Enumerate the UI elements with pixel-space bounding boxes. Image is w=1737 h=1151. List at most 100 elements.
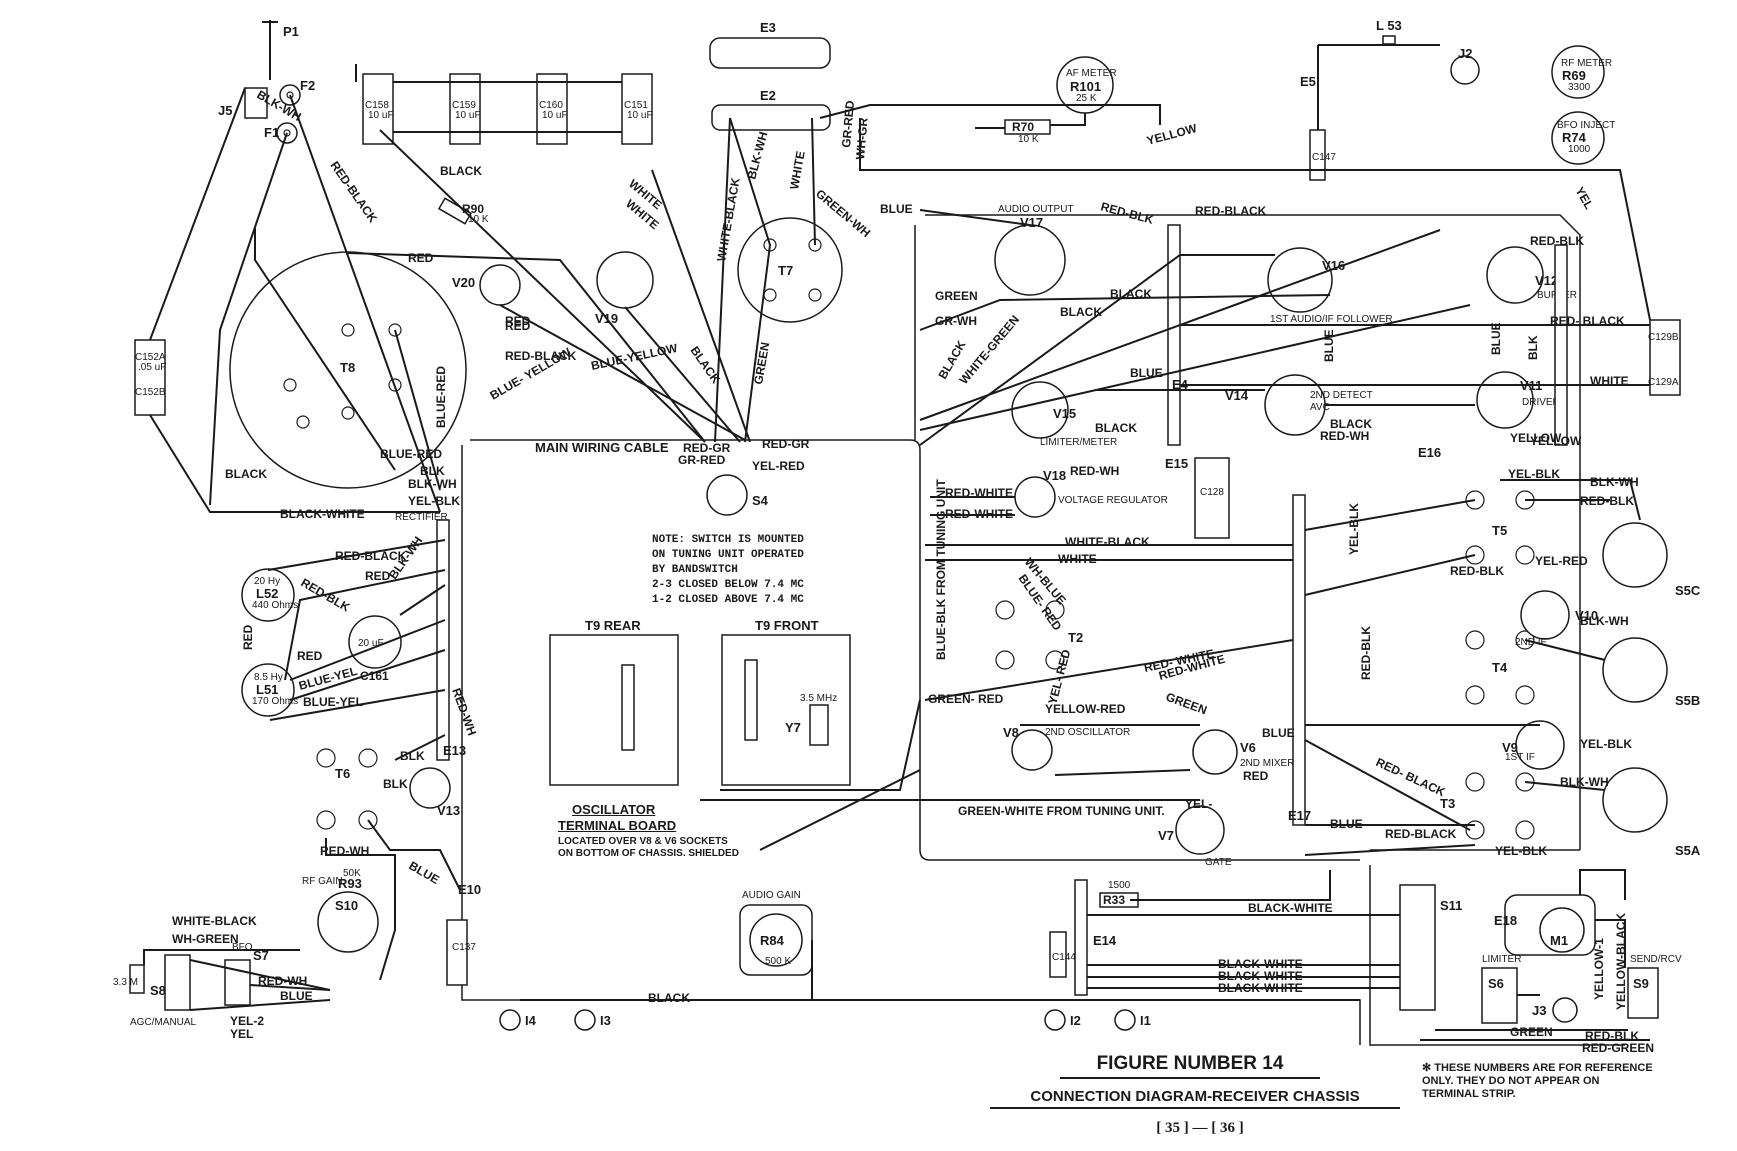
t9-front: T9 FRONT Y7 3.5 MHz xyxy=(721,618,851,786)
svg-text:RF METER: RF METER xyxy=(1561,58,1612,69)
svg-text:R74: R74 xyxy=(1562,130,1587,145)
tube-v20: V20 xyxy=(452,264,521,306)
capacitor-c137: C137 E10 xyxy=(446,882,481,986)
svg-text:E17: E17 xyxy=(1288,808,1311,823)
svg-text:YELLOW-BLACK: YELLOW-BLACK xyxy=(1614,913,1628,1010)
svg-text:V12: V12 xyxy=(1535,273,1558,288)
svg-text:BLUE: BLUE xyxy=(280,989,313,1003)
terminal-strip-e17: E17 xyxy=(1288,494,1311,826)
svg-text:S8: S8 xyxy=(150,983,166,998)
svg-text:3300: 3300 xyxy=(1568,82,1591,93)
lamp-i4: I4 xyxy=(499,1009,537,1031)
svg-text:WHITE: WHITE xyxy=(1590,374,1629,388)
svg-text:V14: V14 xyxy=(1225,388,1249,403)
svg-text:T6: T6 xyxy=(335,766,350,781)
capacitor-c128: C128 E15 xyxy=(1165,456,1230,539)
svg-text:E15: E15 xyxy=(1165,456,1188,471)
svg-text:YEL: YEL xyxy=(230,1027,253,1041)
svg-text:AUDIO OUTPUT: AUDIO OUTPUT xyxy=(998,204,1074,215)
svg-text:10 uF: 10 uF xyxy=(627,110,653,121)
coil-l53: L 53 xyxy=(1376,18,1402,45)
svg-text:BFO: BFO xyxy=(232,942,253,953)
svg-text:RED: RED xyxy=(408,251,434,265)
svg-text:C151: C151 xyxy=(624,100,648,111)
svg-text:GR-WH: GR-WH xyxy=(935,314,977,328)
svg-text:RED-BLACK: RED-BLACK xyxy=(328,159,381,226)
svg-text:V10: V10 xyxy=(1575,608,1598,623)
svg-text:BLK: BLK xyxy=(400,749,425,763)
svg-text:BLUE: BLUE xyxy=(1489,322,1503,355)
svg-text:BLACK: BLACK xyxy=(1095,421,1137,435)
switch-s11: S11 xyxy=(1399,884,1462,1011)
svg-text:3.3 M: 3.3 M xyxy=(113,977,138,988)
svg-text:V16: V16 xyxy=(1322,258,1345,273)
svg-text:VOLTAGE REGULATOR: VOLTAGE REGULATOR xyxy=(1058,495,1168,506)
capacitor-c159: C159 10 uF xyxy=(449,73,481,145)
svg-text:BLACK: BLACK xyxy=(1110,287,1152,301)
svg-text:S9: S9 xyxy=(1633,976,1649,991)
svg-text:C161: C161 xyxy=(360,669,389,683)
svg-text:BLK: BLK xyxy=(383,777,408,791)
svg-text:R90: R90 xyxy=(462,202,484,216)
lamp-i2: I2 xyxy=(1044,1009,1081,1031)
svg-text:RED-BLACK: RED-BLACK xyxy=(335,549,407,563)
meter-r69: RF METER R69 3300 xyxy=(1551,45,1612,99)
svg-text:2ND OSCILLATOR: 2ND OSCILLATOR xyxy=(1045,727,1130,738)
control-r84: AUDIO GAIN R84 500 K xyxy=(739,890,813,976)
svg-text:M1: M1 xyxy=(1550,933,1568,948)
svg-text:RED-WH: RED-WH xyxy=(1320,429,1369,443)
svg-text:BLK-WH: BLK-WH xyxy=(1590,475,1639,489)
figure-subtitle: CONNECTION DIAGRAM-RECEIVER CHASSIS xyxy=(990,1088,1400,1109)
figure-title: FIGURE NUMBER 14 xyxy=(1060,1053,1320,1079)
transformer-t7: T7 xyxy=(737,217,843,323)
svg-text:S5A: S5A xyxy=(1675,843,1701,858)
oscillator-title: OSCILLATOR xyxy=(572,802,656,817)
jack-j3: J3 xyxy=(1532,997,1578,1023)
svg-text:T5: T5 xyxy=(1492,523,1507,538)
svg-text:440 Ohms: 440 Ohms xyxy=(252,600,298,611)
svg-text:RED-WH: RED-WH xyxy=(449,686,479,737)
svg-text:T4: T4 xyxy=(1492,660,1508,675)
svg-text:BLUE-YELLOW: BLUE-YELLOW xyxy=(590,341,680,373)
svg-text:WHITE-BLACK: WHITE-BLACK xyxy=(172,914,257,928)
svg-text:RED- BLACK: RED- BLACK xyxy=(1374,755,1448,799)
control-r74: BFO INJECT R74 1000 xyxy=(1551,111,1615,165)
svg-text:I2: I2 xyxy=(1070,1013,1081,1028)
capacitor-c129: C129B C129A xyxy=(1648,319,1681,396)
svg-text:BLK-WH: BLK-WH xyxy=(744,130,770,181)
svg-text:T9 REAR: T9 REAR xyxy=(585,618,641,633)
svg-text:C159: C159 xyxy=(452,100,476,111)
svg-text:GREEN-WHITE FROM TUNING UNIT.: GREEN-WHITE FROM TUNING UNIT. xyxy=(958,804,1165,818)
svg-text:YELLOW: YELLOW xyxy=(1530,434,1582,448)
svg-text:AVC: AVC xyxy=(1310,402,1330,413)
svg-text:RED-BLK: RED-BLK xyxy=(1099,199,1155,227)
tube-v17: V17 AUDIO OUTPUT xyxy=(994,204,1074,296)
svg-text:S5B: S5B xyxy=(1675,693,1700,708)
switch-s5b: S5B xyxy=(1602,637,1700,708)
svg-text:E5: E5 xyxy=(1300,74,1316,89)
svg-text:V13: V13 xyxy=(437,803,460,818)
svg-text:GREEN: GREEN xyxy=(1164,690,1209,718)
svg-text:BLACK: BLACK xyxy=(1060,305,1102,319)
svg-text:C128: C128 xyxy=(1200,487,1224,498)
svg-text:BLACK-WHITE: BLACK-WHITE xyxy=(1218,957,1303,971)
svg-text:RED: RED xyxy=(1243,769,1269,783)
svg-text:RED-BLACK: RED-BLACK xyxy=(1195,204,1267,218)
choke-l52: 20 Hy L52 440 Ohms xyxy=(241,568,298,622)
tube-v15: V15 LIMITER/METER xyxy=(1011,381,1117,448)
switch-note: NOTE: SWITCH IS MOUNTED ON TUNING UNIT O… xyxy=(652,534,804,606)
svg-text:.05 uF: .05 uF xyxy=(138,362,166,373)
p1-label: P1 xyxy=(283,24,299,39)
svg-text:BLUE: BLUE xyxy=(1130,366,1163,380)
svg-text:BLUE: BLUE xyxy=(1322,329,1336,362)
svg-text:BLK: BLK xyxy=(420,464,445,478)
resistor-r97: 3.3 M xyxy=(113,964,145,994)
tube-v13: V13 xyxy=(409,767,460,818)
svg-text:RED-BLK: RED-BLK xyxy=(1585,1029,1639,1043)
svg-text:S7: S7 xyxy=(253,948,269,963)
svg-text:RED-BLK: RED-BLK xyxy=(299,575,353,614)
svg-text:500 K: 500 K xyxy=(765,956,791,967)
switch-s5c: S5C xyxy=(1602,522,1701,598)
meter-r101: AF METER R101 25 K xyxy=(1056,56,1117,114)
svg-text:BLUE-RED: BLUE-RED xyxy=(380,447,442,461)
